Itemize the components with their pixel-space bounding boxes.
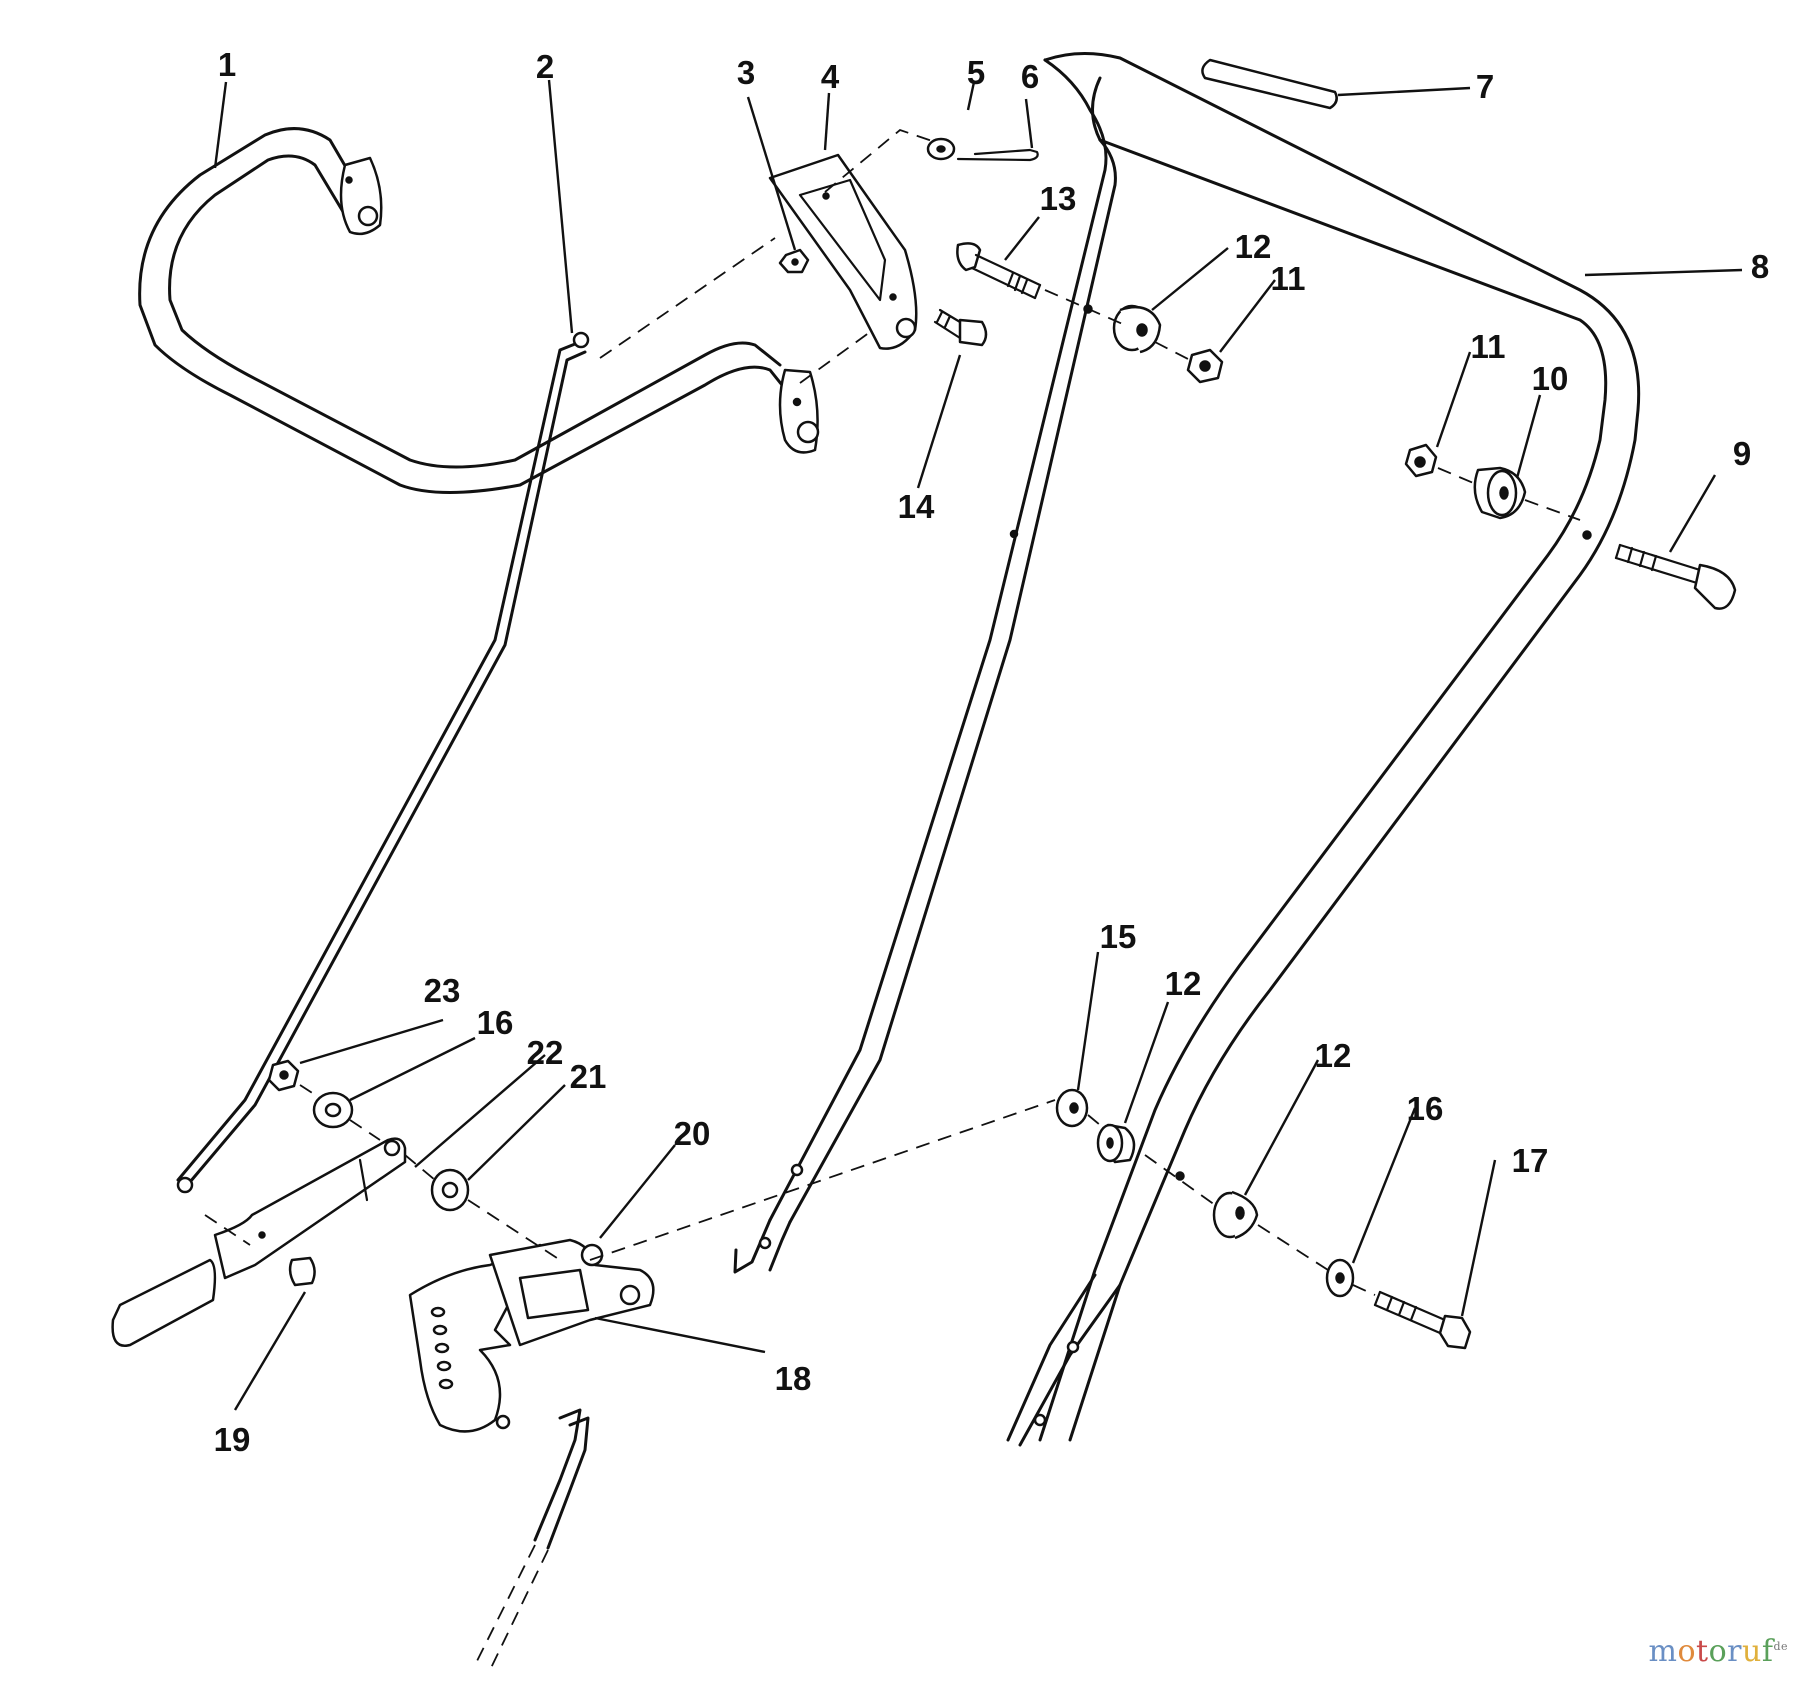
watermark-letter: o <box>1708 1634 1728 1669</box>
callout-20: 20 <box>674 1115 711 1152</box>
cotter-pin-part-6 <box>956 148 1039 162</box>
callout-14: 14 <box>898 488 935 525</box>
callout-12-lower-right: 12 <box>1315 1037 1352 1074</box>
linkage-rod-dashed <box>474 1408 590 1671</box>
bolt-part-13 <box>956 242 1042 300</box>
callout-22: 22 <box>527 1034 564 1071</box>
callout-13: 13 <box>1040 180 1077 217</box>
washer-part-16-right <box>1325 1258 1355 1298</box>
control-lever-part-22 <box>111 1137 407 1347</box>
nut-part-19 <box>288 1256 316 1287</box>
callout-19: 19 <box>214 1421 251 1458</box>
callout-21: 21 <box>570 1058 607 1095</box>
watermark-letter: u <box>1742 1634 1762 1669</box>
callout-11-right: 11 <box>1471 328 1506 365</box>
spacer-part-12-lower-right <box>1212 1190 1259 1240</box>
callout-6: 6 <box>1021 58 1039 95</box>
washer-part-15 <box>1055 1088 1089 1128</box>
nut-part-11-upper <box>1186 348 1224 384</box>
callout-16-left: 16 <box>477 1004 514 1041</box>
control-bail-part-1 <box>138 127 820 494</box>
callout-8: 8 <box>1751 248 1769 285</box>
bolt-part-9 <box>1614 543 1737 610</box>
screw-part-14 <box>933 308 988 347</box>
callout-10: 10 <box>1532 360 1569 397</box>
watermark-suffix: de <box>1773 1640 1788 1653</box>
watermark-letter: f <box>1761 1634 1774 1669</box>
watermark-letter: o <box>1677 1634 1697 1669</box>
spacer-part-10 <box>1473 466 1527 520</box>
callout-16-right: 16 <box>1407 1090 1444 1127</box>
callout-15: 15 <box>1100 918 1137 955</box>
handle-grip-part-7 <box>1201 58 1338 110</box>
nut-part-23 <box>267 1059 300 1092</box>
spacer-part-12-upper <box>1112 304 1162 354</box>
watermark-letter: r <box>1727 1634 1742 1669</box>
control-rod-part-2 <box>176 331 590 1194</box>
nut-part-11-right <box>1404 443 1438 478</box>
callout-12-upper: 12 <box>1235 228 1272 265</box>
callout-5: 5 <box>967 54 985 91</box>
washer-part-16-left <box>312 1091 354 1129</box>
callout-1: 1 <box>218 46 236 83</box>
callout-2: 2 <box>536 48 554 85</box>
washer-part-21 <box>430 1168 470 1212</box>
callout-18: 18 <box>775 1360 812 1397</box>
bolt-part-17 <box>1373 1290 1472 1350</box>
assembly-lines <box>204 128 1581 1296</box>
quadrant-plate-part-18 <box>408 1238 655 1433</box>
callout-9: 9 <box>1733 435 1751 472</box>
washer-part-5 <box>926 137 956 161</box>
callout-7: 7 <box>1476 68 1494 105</box>
callout-11-upper: 11 <box>1271 260 1306 297</box>
callout-labels: 1 2 3 4 5 6 7 8 9 10 11 11 12 12 12 13 1… <box>214 46 1770 1458</box>
callout-3: 3 <box>737 54 755 91</box>
nut-part-3 <box>778 248 810 274</box>
leader-lines <box>213 79 1743 1411</box>
callout-17: 17 <box>1512 1142 1549 1179</box>
callout-12-lower-left: 12 <box>1165 965 1202 1002</box>
watermark-letter: t <box>1696 1634 1709 1669</box>
callout-4: 4 <box>821 58 840 95</box>
spacer-part-12-lower-left <box>1096 1123 1136 1164</box>
main-handle-part-8 <box>733 51 1641 1447</box>
motoruf-watermark: motorufde <box>1649 1634 1788 1669</box>
callout-23: 23 <box>424 972 461 1009</box>
watermark-letter: m <box>1648 1634 1678 1669</box>
